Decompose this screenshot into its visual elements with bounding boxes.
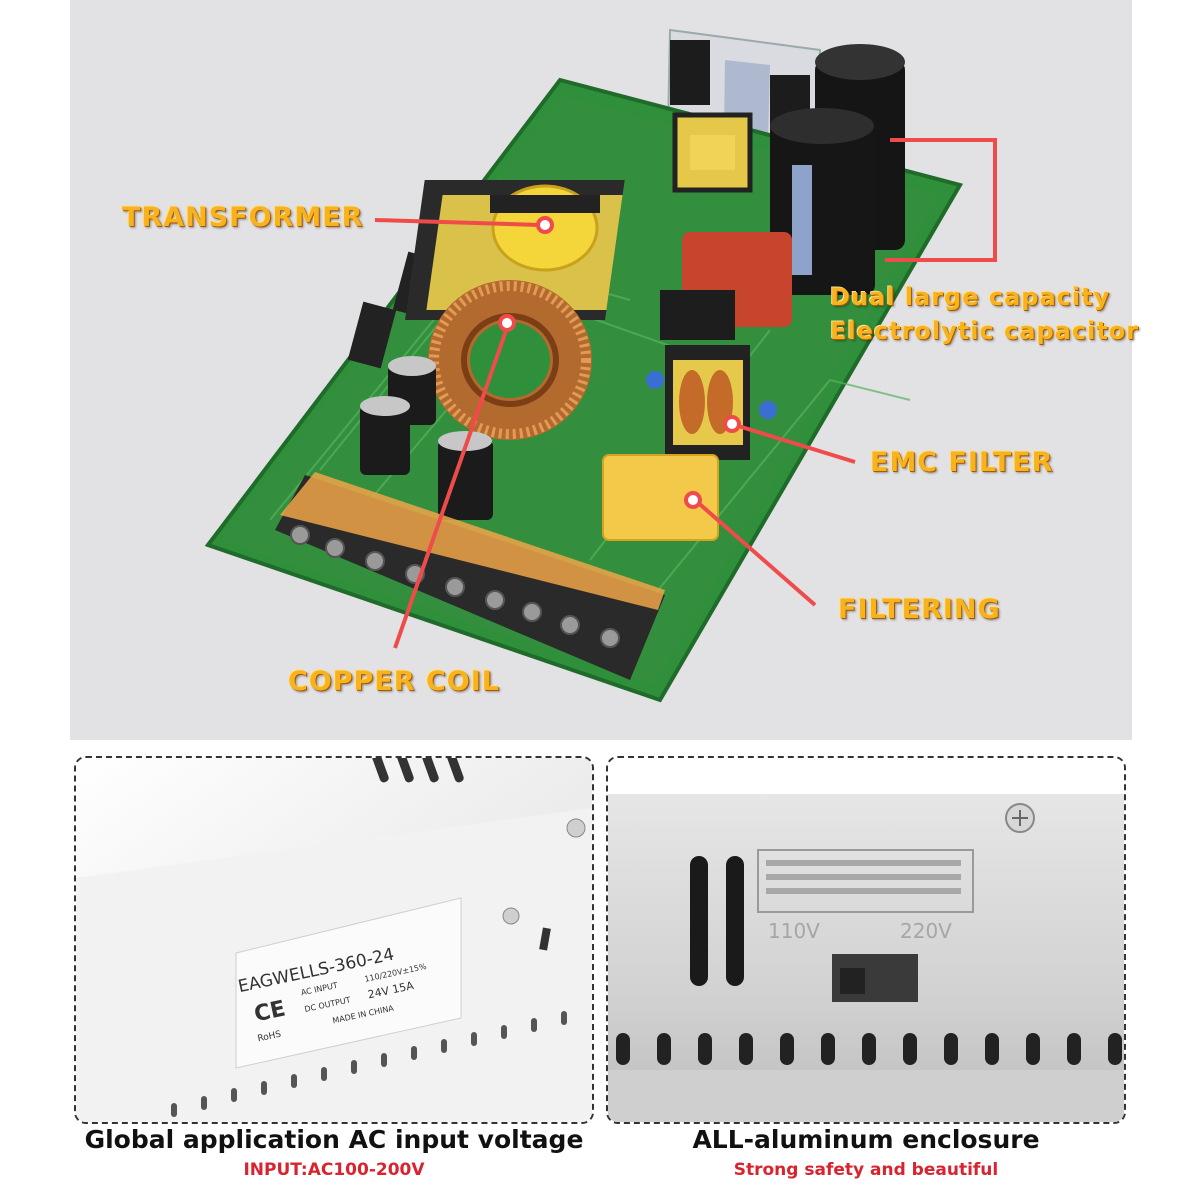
callout-copper-coil: COPPER COIL — [288, 666, 500, 697]
x-capacitor — [602, 454, 719, 541]
pcb-illustration — [204, 28, 997, 703]
enclosure-label-illustration: EAGWELLS-360-24 CE RoHS AC INPUT 110/220… — [76, 758, 592, 1122]
electrolytic-capacitors — [770, 44, 905, 295]
caption-left-title: Global application AC input voltage — [84, 1125, 584, 1154]
callout-transformer: TRANSFORMER — [122, 202, 364, 233]
emc-filter-component — [646, 290, 777, 460]
switch-mark-110v: 110V — [768, 919, 820, 943]
caption-right-subtitle: Strong safety and beautiful — [733, 1160, 999, 1180]
product-photo-panel: TRANSFORMER Dual large capacity Electrol… — [70, 0, 1138, 740]
caption-left-subtitle: INPUT:AC100-200V — [243, 1160, 425, 1180]
callout-pointers — [374, 138, 997, 649]
callout-capacitor-line2: Electrolytic capacitor — [830, 317, 1140, 345]
terminal-block — [275, 472, 665, 680]
copper-coil-component — [428, 280, 592, 440]
label-rohs: RoHS — [257, 1030, 283, 1045]
switch-mark-220v: 220V — [900, 919, 952, 943]
callout-emc-filter: EMC FILTER — [870, 447, 1054, 478]
transformer-component — [405, 180, 625, 320]
detail-enclosure-photo: 110V 220V — [606, 756, 1126, 1124]
callout-capacitor-line1: Dual large capacity — [830, 283, 1111, 311]
aluminum-enclosure-illustration: 110V 220V — [608, 758, 1124, 1122]
callout-filtering: FILTERING — [838, 594, 1001, 625]
callout-capacitor: Dual large capacity Electrolytic capacit… — [830, 280, 1139, 348]
detail-label-photo: EAGWELLS-360-24 CE RoHS AC INPUT 110/220… — [74, 756, 594, 1124]
caption-right-title: ALL-aluminum enclosure — [692, 1125, 1040, 1154]
small-capacitors — [360, 356, 493, 520]
